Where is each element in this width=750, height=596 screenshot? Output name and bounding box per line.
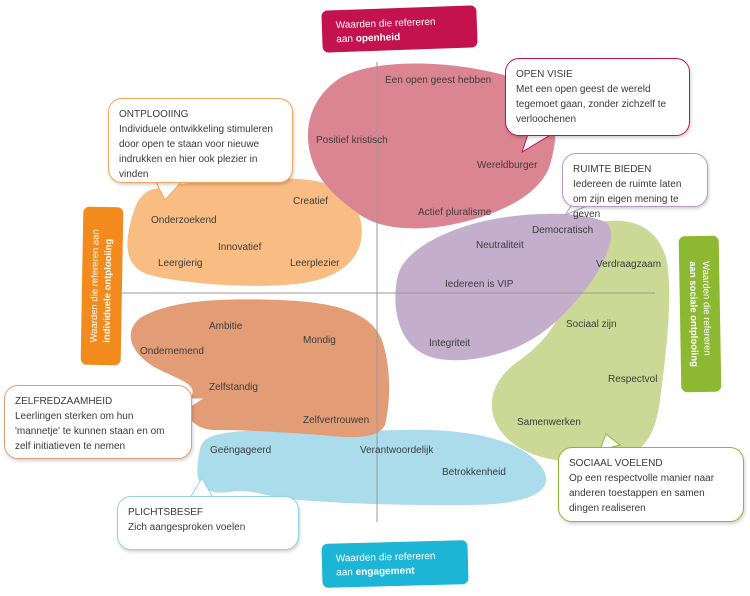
value-samenwerken: Samenwerken (517, 417, 581, 428)
bubble-text: Op een respectvolle manier naar anderen … (569, 473, 715, 514)
bubble-text: Iedereen de ruimte laten om zijn eigen m… (573, 179, 682, 220)
value-neutraliteit: Neutraliteit (476, 240, 524, 251)
value-onderzoekend: Onderzoekend (151, 215, 217, 226)
blob-openheid (307, 63, 556, 229)
blob-ontplooiing (127, 178, 362, 286)
bubble-ontplooiing: ONTPLOOIING Individuele ontwikkeling sti… (108, 98, 293, 183)
value-ondernemend: Ondernemend (140, 346, 204, 357)
tag-openheid-line2: aan (336, 33, 356, 46)
bubble-title: SOCIAAL VOELEND (569, 458, 663, 469)
value-geengageerd: Geëngageerd (210, 445, 272, 456)
value-ambitie: Ambitie (209, 321, 243, 332)
value-creatief: Creatief (293, 196, 329, 207)
bubble-text: Met een open geest de wereld tegemoet ga… (516, 84, 667, 125)
value-wereldburger: Wereldburger (477, 160, 538, 171)
bubble-title: PLICHTSBESEF (128, 507, 204, 518)
value-verantwoordelijk: Verantwoordelijk (360, 445, 434, 456)
value-actief-pluralisme: Actief pluralisme (418, 207, 492, 218)
value-leerplezier: Leerplezier (290, 258, 340, 269)
tag-individuele-line1: Waarden die refereren aan (89, 229, 102, 343)
tag-individuele-ontplooiing: Waarden die refereren aan individuele on… (80, 206, 124, 366)
value-iedereen-is-vip: Iedereen is VIP (445, 279, 514, 290)
bubble-text: Individuele ontwikkeling stimuleren door… (119, 124, 273, 180)
bubble-plichtsbesef: PLICHTSBESEF Zich aangesproken voelen (117, 496, 299, 550)
value-innovatief: Innovatief (218, 242, 262, 253)
bubble-text: Leerlingen sterken om hun 'mannetje' te … (15, 411, 165, 452)
bubble-text: Zich aangesproken voelen (128, 522, 246, 533)
tag-engagement-line2: aan (336, 567, 356, 579)
tag-engagement-bold: engagement (355, 565, 415, 579)
tag-sociale-ontplooiing: Waarden die refereren aan sociale ontplo… (678, 235, 722, 393)
value-leergierig: Leergierig (158, 258, 203, 269)
tag-openheid: Waarden die refereren aan openheid (321, 5, 478, 53)
bubble-zelfredzaamheid: ZELFREDZAAMHEID Leerlingen sterken om hu… (4, 385, 192, 459)
value-respectvol: Respectvol (608, 374, 658, 385)
blob-democratie (395, 213, 612, 361)
tag-openheid-bold: openheid (355, 31, 401, 45)
tag-engagement-line1: Waarden die refereren (335, 550, 436, 565)
value-sociaal-zijn: Sociaal zijn (566, 319, 617, 330)
bubble-open-visie: OPEN VISIE Met een open geest de wereld … (505, 58, 690, 136)
value-positief-kritisch: Positief kristisch (316, 135, 388, 146)
tag-openheid-line1: Waarden die refereren (335, 16, 436, 32)
tag-sociale-line1: Waarden die refereren (700, 261, 713, 356)
bubble-sociaal-voelend: SOCIAAL VOELEND Op een respectvolle mani… (558, 447, 744, 522)
value-integriteit: Integriteit (429, 338, 471, 349)
value-mondig: Mondig (303, 335, 336, 346)
blob-sociale-ontplooiing (491, 220, 670, 463)
value-een-open-geest-hebben: Een open geest hebben (385, 75, 492, 86)
value-democratisch: Democratisch (532, 225, 594, 236)
value-zelfvertrouwen: Zelfvertrouwen (303, 415, 370, 426)
tag-engagement: Waarden die refereren aan engagement (321, 540, 469, 588)
value-verdraagzaam: Verdraagzaam (596, 259, 662, 270)
bubble-title: OPEN VISIE (516, 69, 573, 80)
value-betrokkenheid: Betrokkenheid (442, 467, 506, 478)
bubble-ruimte-bieden: RUIMTE BIEDEN Iedereen de ruimte laten o… (562, 153, 708, 220)
value-zelfstandig: Zelfstandig (209, 382, 258, 393)
tag-individuele-bold: individuele ontplooiing (102, 238, 115, 343)
bubble-title: ZELFREDZAAMHEID (15, 396, 113, 407)
bubble-title: ONTPLOOIING (119, 109, 189, 120)
bubble-title: RUIMTE BIEDEN (573, 164, 652, 175)
tag-sociale-bold: aan sociale ontplooiing (687, 261, 700, 367)
blob-engagement (197, 429, 547, 505)
